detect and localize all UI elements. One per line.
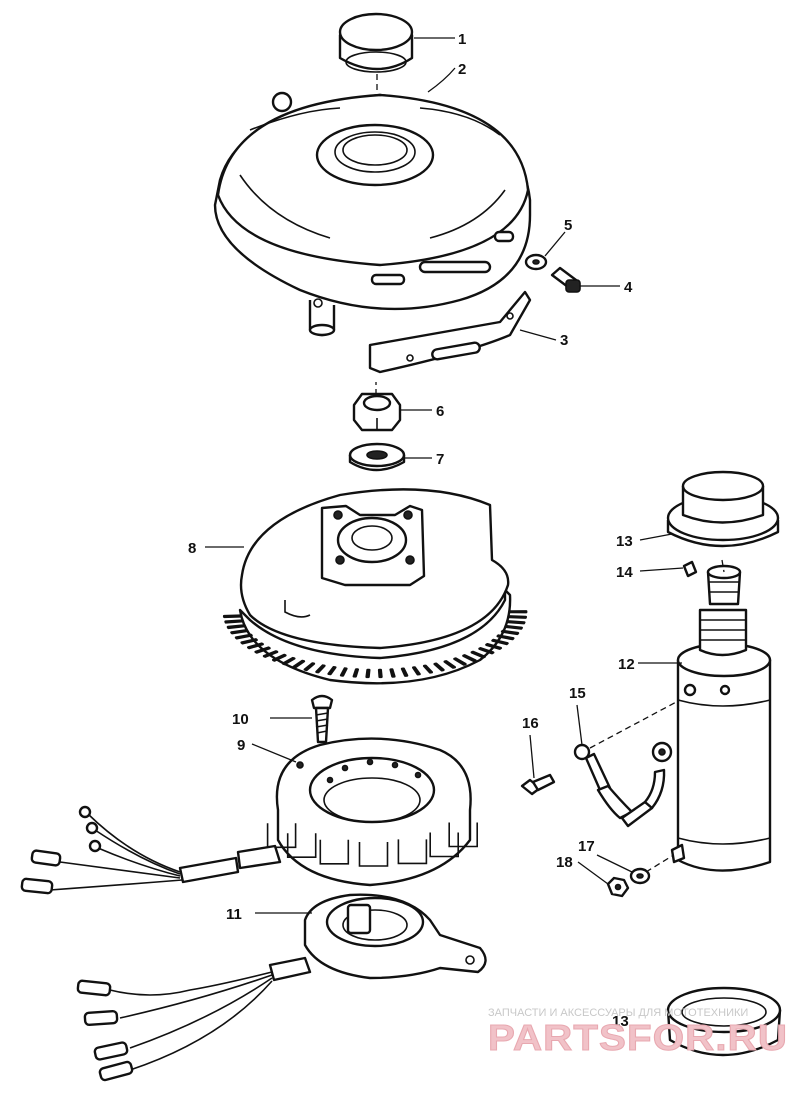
starter-motor-icon xyxy=(670,564,772,872)
watermark-caption: ЗАПЧАСТИ И АКСЕССУАРЫ ДЛЯ МОТОТЕХНИКИ xyxy=(488,1007,748,1019)
nut-icon xyxy=(606,876,630,898)
callout-8: 8 xyxy=(188,540,196,557)
watermark: ЗАПЧАСТИ И АКСЕССУАРЫ ДЛЯ МОТОТЕХНИКИ PA… xyxy=(488,1007,788,1059)
callout-10: 10 xyxy=(232,711,249,728)
callout-2: 2 xyxy=(458,61,466,78)
callout-labels: 1 2 3 4 5 6 7 8 9 10 11 12 13 13 14 15 1… xyxy=(188,31,635,1030)
washer-icon xyxy=(629,867,651,885)
bracket-icon xyxy=(368,290,532,374)
callout-13-bottom: 13 xyxy=(612,1013,629,1030)
callout-15: 15 xyxy=(569,685,586,702)
callout-7: 7 xyxy=(436,451,444,468)
callout-11: 11 xyxy=(226,906,242,923)
callout-12: 12 xyxy=(618,656,635,673)
screw-icon xyxy=(550,266,581,293)
flywheel-cover-icon xyxy=(213,91,532,337)
nut-icon xyxy=(352,392,402,432)
callout-6: 6 xyxy=(436,403,444,420)
washer-icon xyxy=(524,253,548,271)
callout-9: 9 xyxy=(237,737,245,754)
callout-3: 3 xyxy=(560,332,568,349)
stator-icon xyxy=(20,737,478,895)
screw-icon xyxy=(310,694,334,744)
trigger-icon xyxy=(76,893,487,1082)
watermark-brand-logo: PARTSFOR.RU xyxy=(488,1017,788,1058)
leader-lines xyxy=(205,37,725,914)
callout-4: 4 xyxy=(624,279,633,296)
callout-5: 5 xyxy=(564,217,572,234)
clip-icon xyxy=(682,560,698,578)
cap-icon xyxy=(338,12,414,73)
callout-1: 1 xyxy=(458,31,466,48)
callout-17: 17 xyxy=(578,838,595,855)
collar-icon xyxy=(666,986,782,1057)
washer-icon xyxy=(348,442,406,472)
cable-icon xyxy=(573,741,673,828)
bolt-icon xyxy=(520,773,556,796)
callout-16: 16 xyxy=(522,715,539,732)
callout-18: 18 xyxy=(556,854,573,871)
collar-icon xyxy=(666,470,780,548)
callout-14: 14 xyxy=(616,564,633,581)
flywheel-icon xyxy=(222,488,528,685)
callout-13-top: 13 xyxy=(616,533,633,550)
